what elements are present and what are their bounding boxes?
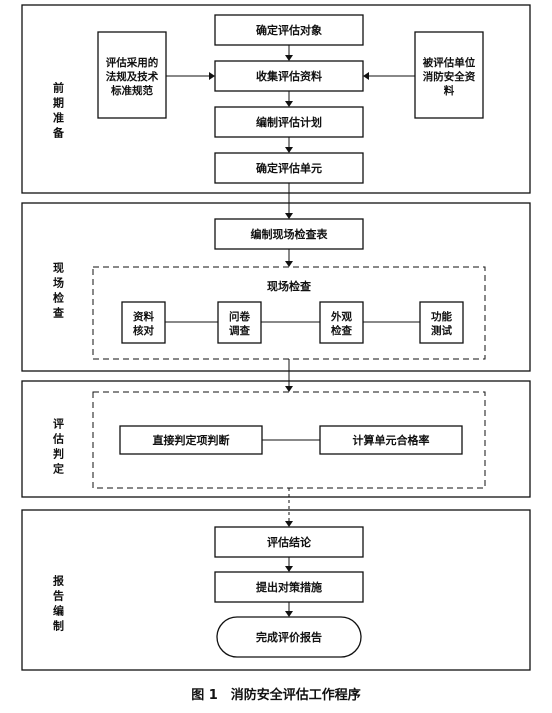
- label-laws-line3: 标准规范: [110, 84, 153, 97]
- box-direct-judgement: [119, 425, 263, 455]
- arrowhead: [285, 101, 293, 107]
- label-questionnaire-2: 调查: [229, 324, 250, 337]
- box-data-check: [121, 301, 166, 344]
- box-conclusion: [214, 526, 364, 558]
- label-determine-unit: 确定评估单元: [256, 161, 322, 175]
- box-calc-pass-rate: [319, 425, 463, 455]
- label-make-plan: 编制评估计划: [256, 115, 322, 129]
- box-make-checklist: [214, 218, 364, 250]
- label-onsite-title: 现场检查: [267, 279, 311, 293]
- label-determine-object: 确定评估对象: [256, 23, 322, 37]
- label-questionnaire-1: 问卷: [229, 310, 250, 323]
- arrowhead: [285, 566, 293, 572]
- stage-label-site: 现场检查: [52, 262, 65, 322]
- stage-frame-site: [21, 202, 531, 372]
- figure-caption: 图 1 消防安全评估工作程序: [191, 687, 361, 703]
- arrowhead: [209, 72, 215, 80]
- label-direct-judgement: 直接判定项判断: [153, 433, 230, 447]
- arrowhead: [285, 55, 293, 61]
- stage-label-judge: 评估判定: [52, 418, 66, 478]
- label-laws-line2: 法规及技术: [106, 70, 159, 83]
- arrowhead: [285, 147, 293, 153]
- stage-frame-report: [21, 509, 531, 671]
- arrowhead: [285, 213, 293, 219]
- label-calc-pass-rate: 计算单元合格率: [353, 433, 430, 447]
- box-determine-unit: [214, 152, 364, 184]
- label-appearance-check-2: 检查: [331, 324, 352, 337]
- label-function-test-1: 功能: [431, 310, 452, 323]
- box-laws-standards: [97, 31, 167, 119]
- box-determine-object: [214, 14, 364, 46]
- label-collect-data: 收集评估资料: [256, 69, 322, 83]
- stage-frame-judge: [21, 380, 531, 498]
- arrowhead: [285, 611, 293, 617]
- stage-label-report: 报告编制: [52, 574, 65, 635]
- label-function-test-2: 测试: [431, 324, 452, 337]
- label-measures: 提出对策措施: [256, 580, 322, 594]
- box-questionnaire: [217, 301, 262, 344]
- box-function-test: [419, 301, 464, 344]
- label-make-checklist: 编制现场检查表: [251, 227, 329, 241]
- label-conclusion: 评估结论: [267, 535, 312, 549]
- stage-frame-prep: [21, 4, 531, 194]
- box-complete-report: [216, 616, 362, 658]
- arrowhead: [285, 261, 293, 267]
- label-laws-line1: 评估采用的: [106, 56, 159, 69]
- arrowhead: [363, 72, 369, 80]
- stage-label-prep: 前期准备: [52, 81, 66, 142]
- label-data-check-2: 核对: [133, 324, 154, 337]
- box-unit-fire-data: [414, 31, 484, 119]
- label-unit-data-line3: 料: [444, 84, 455, 97]
- label-complete-report: 完成评价报告: [256, 630, 322, 644]
- label-unit-data-line2: 消防安全资: [423, 70, 476, 83]
- label-data-check-1: 资料: [133, 310, 154, 323]
- arrowhead: [285, 386, 293, 392]
- arrowhead: [285, 521, 293, 527]
- label-appearance-check-1: 外观: [330, 310, 352, 323]
- box-appearance-check: [319, 301, 364, 344]
- label-unit-data-line1: 被评估单位: [423, 56, 476, 69]
- box-measures: [214, 571, 364, 603]
